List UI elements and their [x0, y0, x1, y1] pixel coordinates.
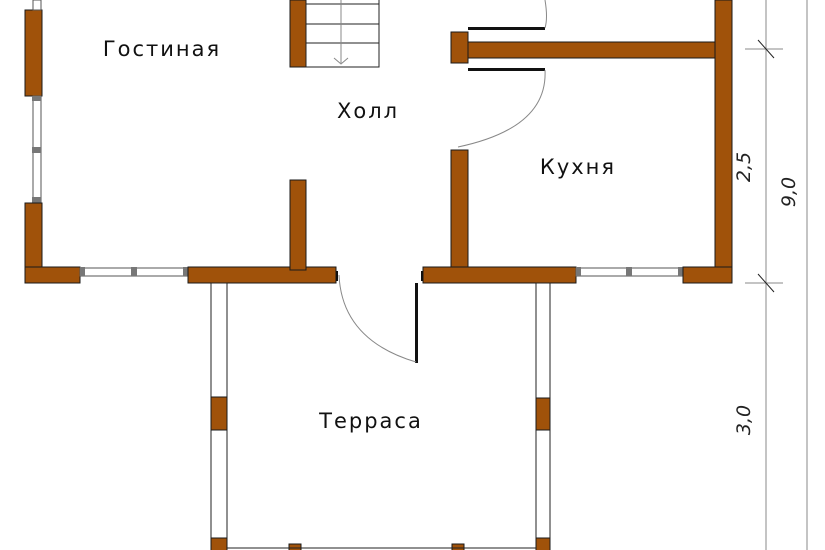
dimension-terrace: 3,0 [733, 405, 755, 435]
bottom-wall-left [24, 179, 338, 284]
room-label-hall: Холл [337, 99, 399, 123]
dimension-total: 9,0 [778, 177, 800, 207]
staircase [289, 0, 380, 68]
room-label-terrace: Терраса [318, 409, 423, 433]
terrace-structure [210, 282, 551, 550]
dimension-lines [745, 0, 808, 550]
room-label-living: Гостиная [103, 37, 221, 61]
dimension-kitchen: 2,5 [733, 152, 755, 182]
kitchen-walls [421, 0, 733, 284]
room-label-kitchen: Кухня [540, 155, 616, 179]
entrance-door [338, 274, 418, 363]
left-wall [24, 0, 43, 284]
